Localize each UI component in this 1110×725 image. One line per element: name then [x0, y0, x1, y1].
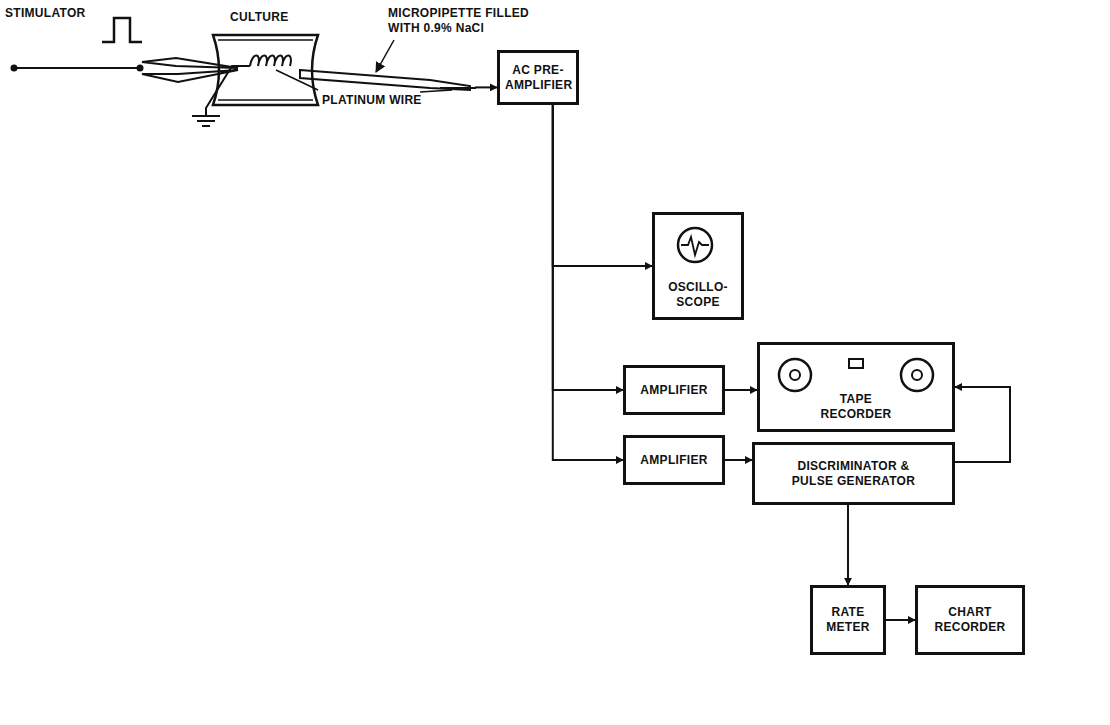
ground-symbol: [197, 120, 215, 122]
signal-connector: [955, 387, 1010, 462]
signal-connector: [553, 105, 652, 266]
ground-lead: [206, 66, 250, 116]
pulse-symbol: [102, 18, 142, 42]
amplifier-box: AMPLIFIER: [623, 365, 725, 415]
signal-connector: [725, 389, 757, 391]
node-title: DISCRIMINATOR & PULSE GENERATOR: [779, 459, 929, 489]
stimulating-pipette: [142, 58, 238, 68]
node-title: TAPE RECORDER: [816, 392, 896, 422]
wire-label: PLATINUM WIRE: [322, 93, 422, 108]
stimulator-lead: [14, 67, 140, 69]
signal-connector: [847, 505, 849, 585]
node-title: AC PRE- AMPLIFIER: [505, 63, 571, 93]
node-title: OSCILLO- SCOPE: [660, 280, 736, 310]
signal-connector: [725, 459, 752, 461]
ground-symbol: [202, 125, 210, 127]
signal-connector: [886, 619, 915, 621]
platinum-coil: [250, 56, 291, 67]
preamplifier-box: AC PRE- AMPLIFIER: [497, 50, 579, 105]
node-title: AMPLIFIER: [640, 453, 707, 468]
ground-symbol: [192, 115, 220, 117]
signal-connector: [553, 105, 623, 460]
leader-line: [420, 90, 452, 92]
chart-recorder-box: CHART RECORDER: [915, 585, 1025, 655]
node-title: CHART RECORDER: [930, 605, 1010, 635]
pipette-label: MICROPIPETTE FILLED WITH 0.9% NaCl: [388, 6, 548, 36]
amplifier-box: AMPLIFIER: [623, 435, 725, 485]
node-title: RATE METER: [818, 605, 878, 635]
signal-connector: [553, 105, 623, 390]
node-title: CULTURE: [230, 10, 289, 25]
tape-recorder-box: TAPE RECORDER: [757, 342, 955, 432]
oscilloscope-box: OSCILLO- SCOPE: [652, 212, 744, 320]
pipette-wire: [440, 87, 476, 89]
stimulator-label: STIMULATOR: [5, 6, 86, 21]
terminal-dot: [11, 65, 18, 72]
node-title: AMPLIFIER: [640, 383, 707, 398]
rate-meter-box: RATE METER: [810, 585, 886, 655]
leader-line: [376, 40, 394, 72]
terminal-dot: [137, 65, 144, 72]
signal-connector: [475, 86, 497, 88]
discriminator-box: DISCRIMINATOR & PULSE GENERATOR: [752, 442, 955, 505]
